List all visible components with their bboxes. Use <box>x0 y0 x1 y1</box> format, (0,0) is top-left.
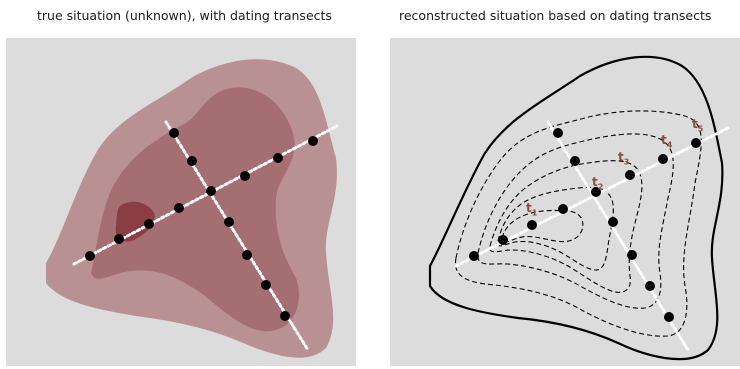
dating-point <box>527 220 537 230</box>
dating-point <box>627 250 637 260</box>
label-t1: t1 <box>526 201 538 218</box>
dating-point <box>498 235 508 245</box>
isochrone-contours <box>454 110 702 337</box>
reconstructed-situation-panel: t1 t2 t3 t4 t5 <box>390 38 740 366</box>
dating-point <box>570 156 580 166</box>
contour-t1 <box>501 209 584 243</box>
dating-point <box>169 128 179 138</box>
dating-point <box>608 217 618 227</box>
label-t5: t5 <box>692 117 704 134</box>
dating-point <box>240 171 250 181</box>
contour-t5 <box>454 110 702 337</box>
dating-point <box>591 187 601 197</box>
dating-point <box>206 186 216 196</box>
dating-point <box>558 204 568 214</box>
dating-points <box>85 128 318 321</box>
dating-point <box>261 280 271 290</box>
outer-boundary <box>428 55 724 361</box>
contour-t3 <box>489 160 643 293</box>
right-panel-title: reconstructed situation based on dating … <box>399 8 712 23</box>
dating-point <box>308 136 318 146</box>
dating-point <box>144 219 154 229</box>
dating-point <box>273 153 283 163</box>
dating-point <box>553 128 563 138</box>
dating-point <box>280 311 290 321</box>
dating-point <box>174 203 184 213</box>
dating-point <box>691 138 701 148</box>
inner-region <box>115 201 155 242</box>
label-t3: t3 <box>618 150 630 167</box>
label-t4: t4 <box>661 133 673 150</box>
label-t2: t2 <box>592 175 604 192</box>
dating-point <box>645 281 655 291</box>
dating-point <box>469 251 479 261</box>
left-panel-title: true situation (unknown), with dating tr… <box>37 8 332 23</box>
dating-point <box>114 234 124 244</box>
reconstructed-situation-diagram <box>428 55 730 361</box>
middle-region <box>91 87 299 332</box>
contour-t4 <box>477 133 674 309</box>
dating-point <box>85 251 95 261</box>
dating-point <box>187 156 197 166</box>
contour-t2 <box>497 186 614 271</box>
dating-point <box>224 217 234 227</box>
dating-point <box>664 312 674 322</box>
transect-line-a <box>454 126 730 268</box>
true-situation-diagram <box>46 59 339 358</box>
dating-point <box>625 170 635 180</box>
dating-points <box>469 128 701 322</box>
true-situation-panel <box>6 38 356 366</box>
dating-point <box>242 250 252 260</box>
dating-point <box>658 154 668 164</box>
